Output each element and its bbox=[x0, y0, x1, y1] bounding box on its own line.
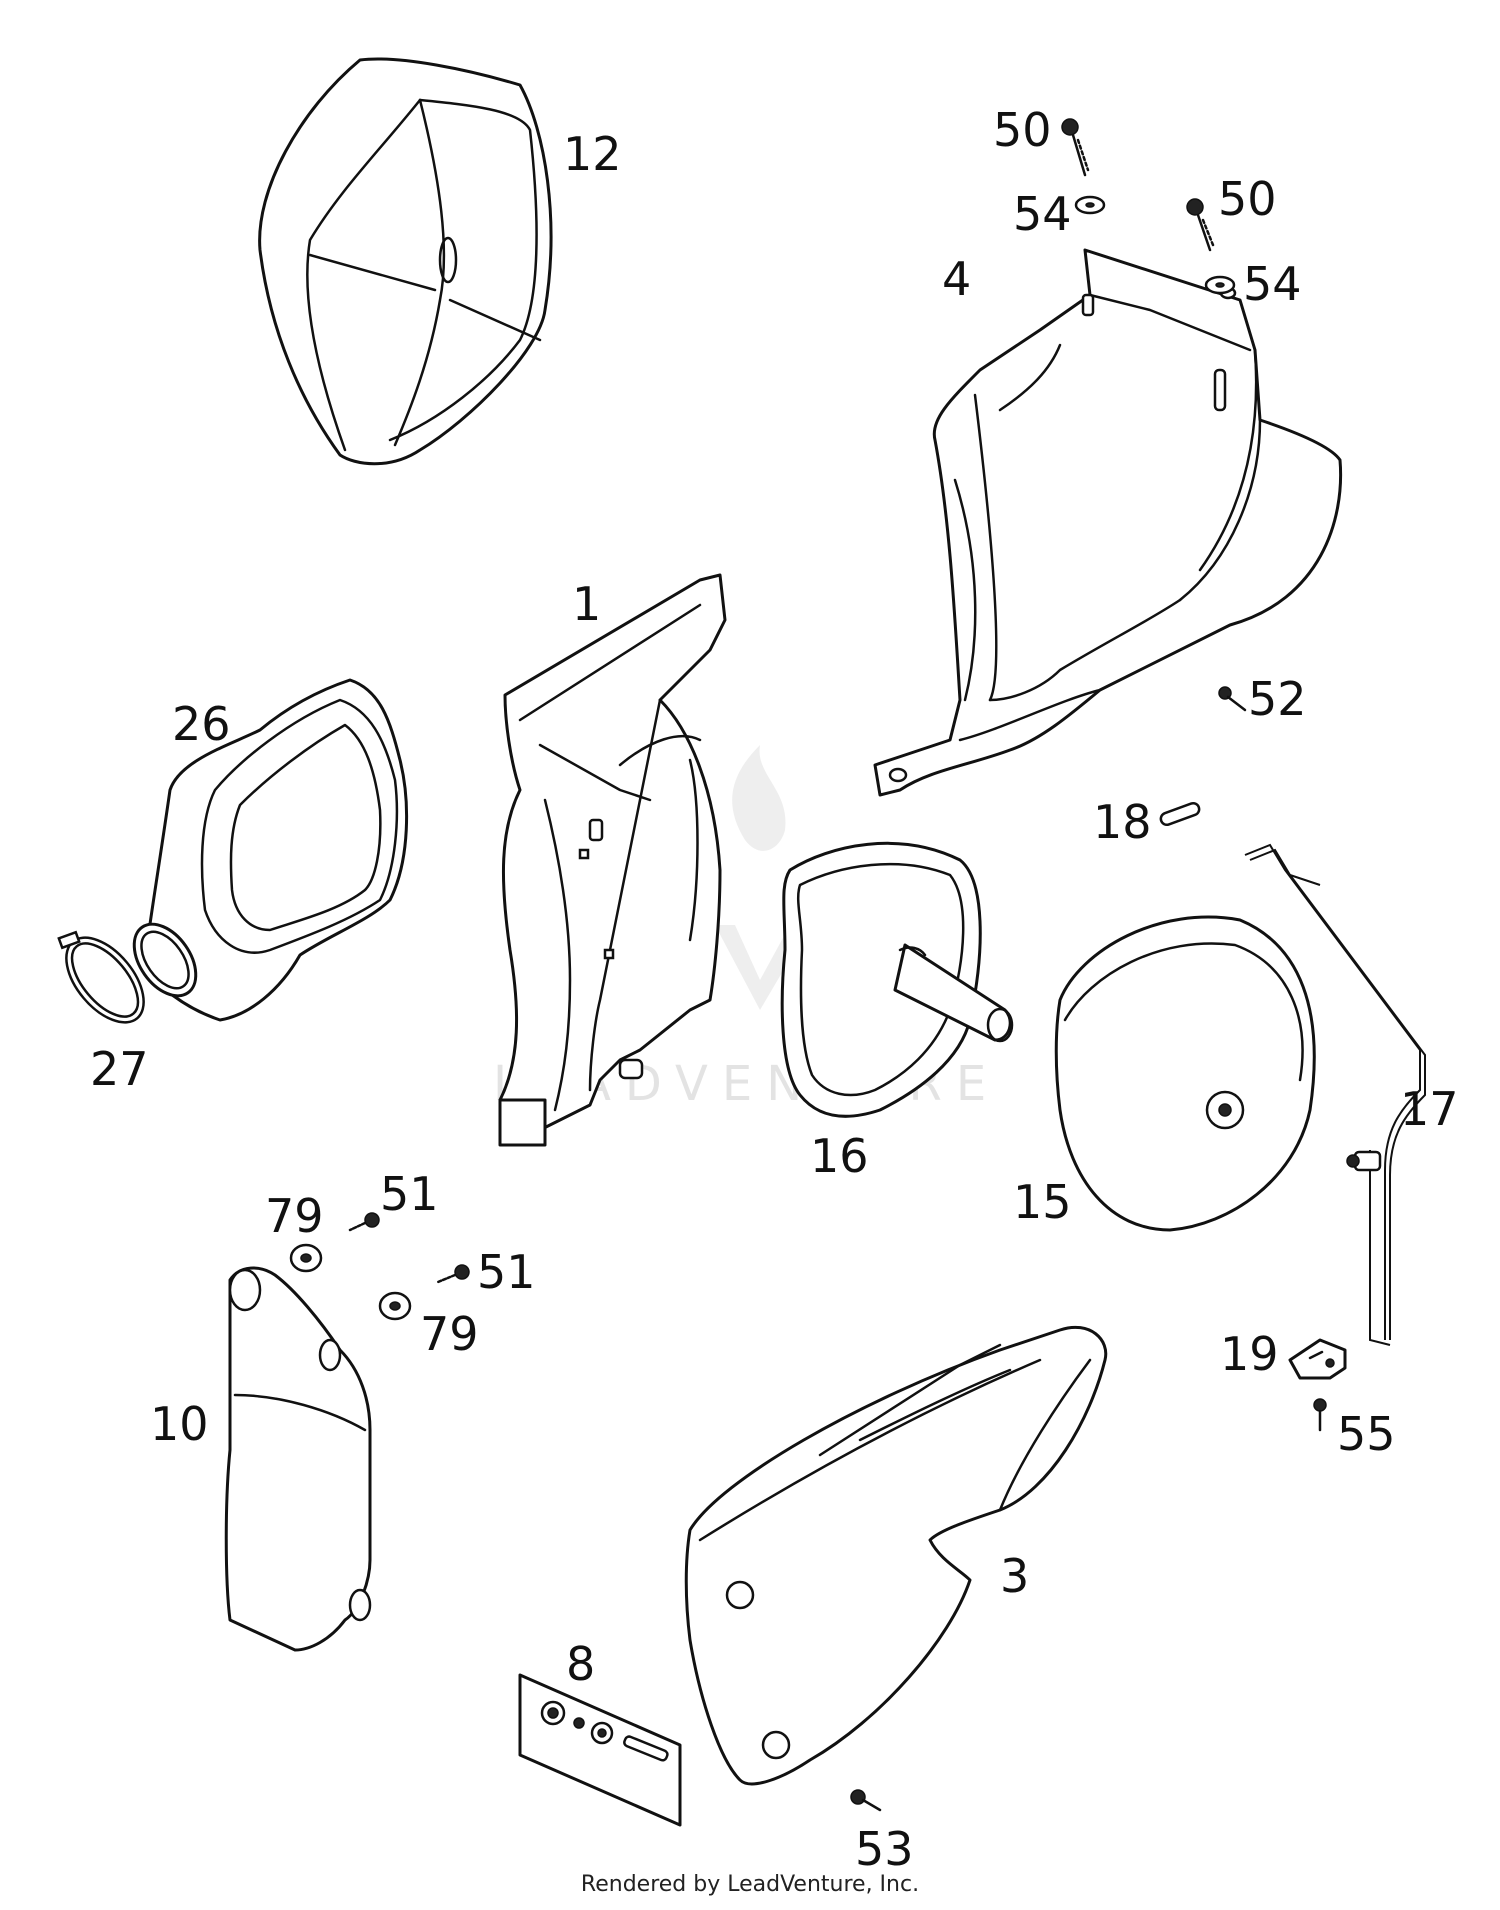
hardware-79-grommet-b[interactable] bbox=[378, 1291, 412, 1321]
callout-4: 4 bbox=[942, 252, 971, 306]
hardware-54-washer-a[interactable] bbox=[1074, 195, 1106, 215]
callout-1: 1 bbox=[572, 577, 601, 631]
part-3-side-cover-right[interactable] bbox=[684, 1325, 1108, 1786]
part-26-intake-boot[interactable] bbox=[122, 678, 409, 1022]
footer-credit: Rendered by LeadVenture, Inc. bbox=[580, 1872, 920, 1897]
part-18-pin[interactable] bbox=[1159, 801, 1201, 827]
callout-8: 8 bbox=[566, 1637, 595, 1691]
callout-55: 55 bbox=[1337, 1407, 1396, 1461]
callout-15: 15 bbox=[1013, 1175, 1072, 1229]
part-12-airbox-cover[interactable] bbox=[258, 57, 553, 466]
callouts: 12 50 54 50 54 4 1 26 52 18 27 16 17 15 … bbox=[90, 103, 1459, 1876]
hardware-50-bolt-a[interactable] bbox=[1061, 118, 1090, 177]
callout-10: 10 bbox=[150, 1397, 209, 1451]
callout-79a: 79 bbox=[265, 1189, 324, 1243]
part-16-filter-cage[interactable] bbox=[780, 841, 1014, 1118]
callout-26: 26 bbox=[172, 697, 231, 751]
hardware-51-screw-a[interactable] bbox=[348, 1212, 380, 1232]
callout-53: 53 bbox=[855, 1822, 914, 1876]
part-17-filter-holder-wire[interactable] bbox=[1244, 843, 1426, 1346]
hardware-50-bolt-b[interactable] bbox=[1186, 198, 1215, 252]
hardware-79-grommet-a[interactable] bbox=[289, 1243, 323, 1273]
callout-12: 12 bbox=[563, 127, 622, 181]
part-10-side-cover-left[interactable] bbox=[224, 1266, 372, 1652]
callout-16: 16 bbox=[810, 1129, 869, 1183]
callout-3: 3 bbox=[1000, 1549, 1029, 1603]
callout-19: 19 bbox=[1220, 1327, 1279, 1381]
part-1-frame-bracket[interactable] bbox=[498, 573, 727, 1147]
callout-52: 52 bbox=[1248, 672, 1307, 726]
callout-54a: 54 bbox=[1013, 187, 1072, 241]
callout-54b: 54 bbox=[1243, 257, 1302, 311]
hardware-54-washer-b[interactable] bbox=[1204, 275, 1236, 295]
hardware-51-screw-b[interactable] bbox=[436, 1264, 470, 1284]
callout-51b: 51 bbox=[477, 1245, 536, 1299]
callout-50b: 50 bbox=[1218, 172, 1277, 226]
callout-17: 17 bbox=[1400, 1082, 1459, 1136]
hardware-53-screw[interactable] bbox=[850, 1789, 882, 1812]
callout-27: 27 bbox=[90, 1042, 149, 1096]
part-27-hose-clamp[interactable] bbox=[51, 924, 158, 1037]
callout-18: 18 bbox=[1093, 795, 1152, 849]
part-8-mounting-kit[interactable] bbox=[518, 1673, 682, 1827]
callout-51a: 51 bbox=[380, 1167, 439, 1221]
callout-79b: 79 bbox=[420, 1307, 479, 1361]
callout-50a: 50 bbox=[993, 103, 1052, 157]
part-15-air-filter[interactable] bbox=[1054, 915, 1316, 1232]
part-19-bracket[interactable] bbox=[1288, 1338, 1347, 1380]
hardware-52-screw[interactable] bbox=[1218, 686, 1247, 712]
part-4-airbox-housing[interactable] bbox=[873, 248, 1343, 797]
hardware-55-screw[interactable] bbox=[1313, 1398, 1327, 1432]
